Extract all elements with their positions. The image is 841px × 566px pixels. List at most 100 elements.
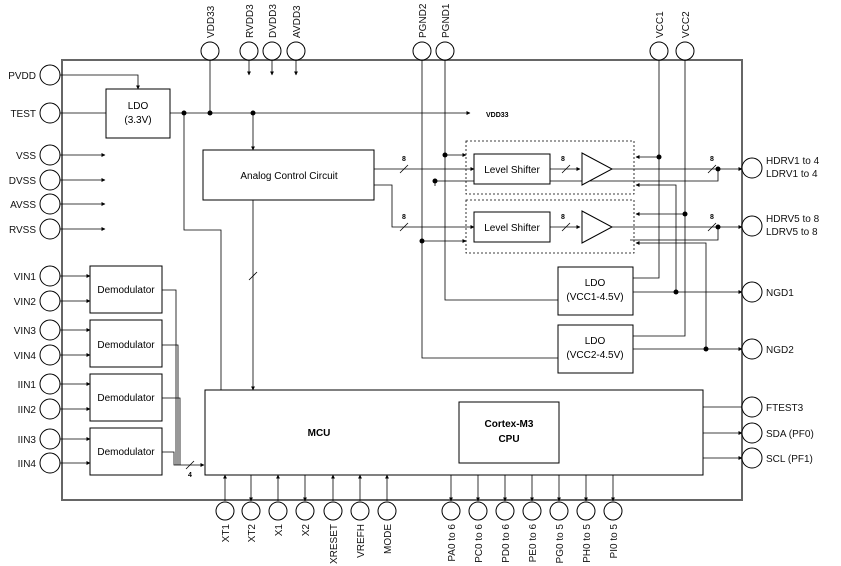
cpu-title: Cortex-M3 [485,419,534,430]
pin-pi0-5[interactable] [603,501,623,521]
pin-ngd2[interactable] [741,338,763,360]
pin-label-xt2: XT2 [247,524,258,543]
pin-dvdd3[interactable] [262,41,282,61]
level-shifter-1-label: Level Shifter [484,165,540,176]
pin-pg0-5[interactable] [549,501,569,521]
pin-vdd33[interactable] [200,41,220,61]
pin-label-ngd1: NGD1 [766,288,794,299]
ldo-3v3-voltage: (3.3V) [124,115,151,126]
pin-label-pc0-6: PC0 to 6 [474,524,485,563]
pin-vcc1[interactable] [649,41,669,61]
demodulator-1: Demodulator [89,265,163,314]
right-pins: HDRV1 to 4 LDRV1 to 4 HDRV5 to 8 LDRV5 t… [741,156,820,469]
pin-xt2[interactable] [241,501,261,521]
pin-label-hdrv1-4: HDRV1 to 4 [766,156,820,167]
pin-ftest3[interactable] [741,396,763,418]
pin-label-xt1: XT1 [221,524,232,543]
pin-rvss[interactable] [39,218,61,240]
pin-label-iin1: IIN1 [18,380,37,391]
level-shifter-2-label: Level Shifter [484,223,540,234]
pin-dvss[interactable] [39,169,61,191]
demodulator-3: Demodulator [89,373,163,422]
pin-test[interactable] [39,102,61,124]
pin-ph0-5[interactable] [576,501,596,521]
pin-rvdd3[interactable] [239,41,259,61]
bus-width-shifter-1: 8 [561,156,565,163]
pin-label-iin3: IIN3 [18,435,37,446]
driver-buffer-1 [581,152,614,186]
pin-pd0-6[interactable] [495,501,515,521]
mcu-block: MCU [204,389,704,476]
pin-x1[interactable] [268,501,288,521]
pin-pc0-6[interactable] [468,501,488,521]
pin-label-pa0-6: PA0 to 6 [447,524,458,562]
pin-hdrv1-4[interactable] [741,157,763,179]
bus-width-shifter-2: 8 [561,214,565,221]
pin-vin3[interactable] [39,319,61,341]
pin-pgnd1[interactable] [435,41,455,61]
pin-label-test: TEST [10,109,36,120]
demodulator-2-label: Demodulator [97,340,155,351]
pin-label-x2: X2 [301,524,312,537]
pin-label-vin3: VIN3 [14,326,37,337]
demodulator-4-label: Demodulator [97,447,155,458]
top-pins: VDD33 RVDD3 DVDD3 AVDD3 PGND2 PGND1 VCC1… [200,3,695,61]
pin-x2[interactable] [295,501,315,521]
pin-vin2[interactable] [39,290,61,312]
pin-pvdd[interactable] [39,64,61,86]
wires [60,60,743,502]
ldo-3v3-block: LDO (3.3V) [105,88,171,139]
pin-iin1[interactable] [39,373,61,395]
bus-width-output-2: 8 [710,214,714,221]
pin-pa0-6[interactable] [441,501,461,521]
pin-xt1[interactable] [215,501,235,521]
pin-vcc2[interactable] [675,41,695,61]
pin-vrefh[interactable] [350,501,370,521]
demodulator-4: Demodulator [89,427,163,476]
demodulator-3-label: Demodulator [97,393,155,404]
driver-group-2 [465,199,635,254]
pin-label-x1: X1 [274,524,285,537]
pin-iin2[interactable] [39,398,61,420]
pin-vin1[interactable] [39,265,61,287]
pin-vin4[interactable] [39,344,61,366]
pin-label-ngd2: NGD2 [766,345,794,356]
pin-xreset[interactable] [323,501,343,521]
pin-label-pe0-6: PE0 to 6 [528,524,539,563]
pin-label-rvss: RVSS [9,225,36,236]
pin-mode[interactable] [377,501,397,521]
pin-label-sda: SDA (PF0) [766,429,814,440]
pin-label-rvdd3: RVDD3 [245,4,256,38]
driver-buffer-2 [581,210,614,244]
pin-hdrv5-8[interactable] [741,215,763,237]
pin-label-pgnd2: PGND2 [418,3,429,38]
pin-label-ldrv5-8: LDRV5 to 8 [766,227,818,238]
pin-vss[interactable] [39,144,61,166]
cpu-subtitle: CPU [498,434,519,445]
ldo-vcc1-title: LDO [585,278,606,289]
pin-label-dvdd3: DVDD3 [268,4,279,38]
ldo-vcc2-title: LDO [585,336,606,347]
junction-dots [181,110,721,352]
pin-label-mode: MODE [383,524,394,554]
level-shifter-1: Level Shifter [473,153,551,185]
pin-ngd1[interactable] [741,281,763,303]
pin-label-vin1: VIN1 [14,272,37,283]
pin-pgnd2[interactable] [412,41,432,61]
pin-scl[interactable] [741,447,763,469]
pin-iin3[interactable] [39,428,61,450]
pin-label-vin2: VIN2 [14,297,37,308]
demodulator-1-label: Demodulator [97,285,155,296]
pin-pe0-6[interactable] [522,501,542,521]
bus-width-labels: 8 8 8 8 8 8 4 [188,156,714,479]
pin-avss[interactable] [39,193,61,215]
pin-label-iin2: IIN2 [18,405,37,416]
pin-sda[interactable] [741,422,763,444]
pin-label-ftest3: FTEST3 [766,403,804,414]
pin-label-vcc2: VCC2 [681,11,692,38]
pin-label-pg0-5: PG0 to 5 [555,524,566,564]
pin-avdd3[interactable] [286,41,306,61]
pin-label-avss: AVSS [10,200,36,211]
pin-iin4[interactable] [39,452,61,474]
